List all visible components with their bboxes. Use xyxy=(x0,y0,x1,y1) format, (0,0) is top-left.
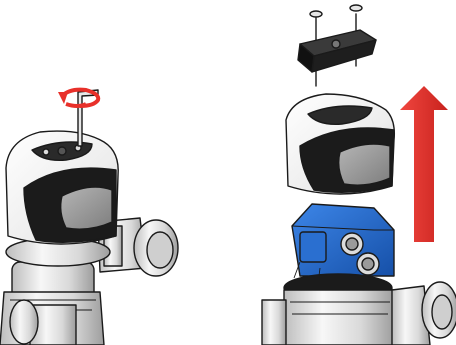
right-exploded-valve xyxy=(262,5,456,345)
left-screw-head-1 xyxy=(43,149,49,155)
right-sensor-window xyxy=(339,144,390,185)
left-assembled-valve xyxy=(0,90,178,345)
left-sensor-window xyxy=(61,187,112,229)
left-sensor-cover xyxy=(6,131,118,244)
left-valve-body xyxy=(0,262,104,345)
right-electronics-module xyxy=(292,204,394,284)
right-screw-1 xyxy=(310,11,322,17)
upward-arrow-icon xyxy=(400,86,448,242)
right-screw-2 xyxy=(350,5,362,11)
right-valve-body xyxy=(262,282,456,345)
right-sensor-cover xyxy=(286,94,394,194)
right-top-plate xyxy=(298,5,376,86)
